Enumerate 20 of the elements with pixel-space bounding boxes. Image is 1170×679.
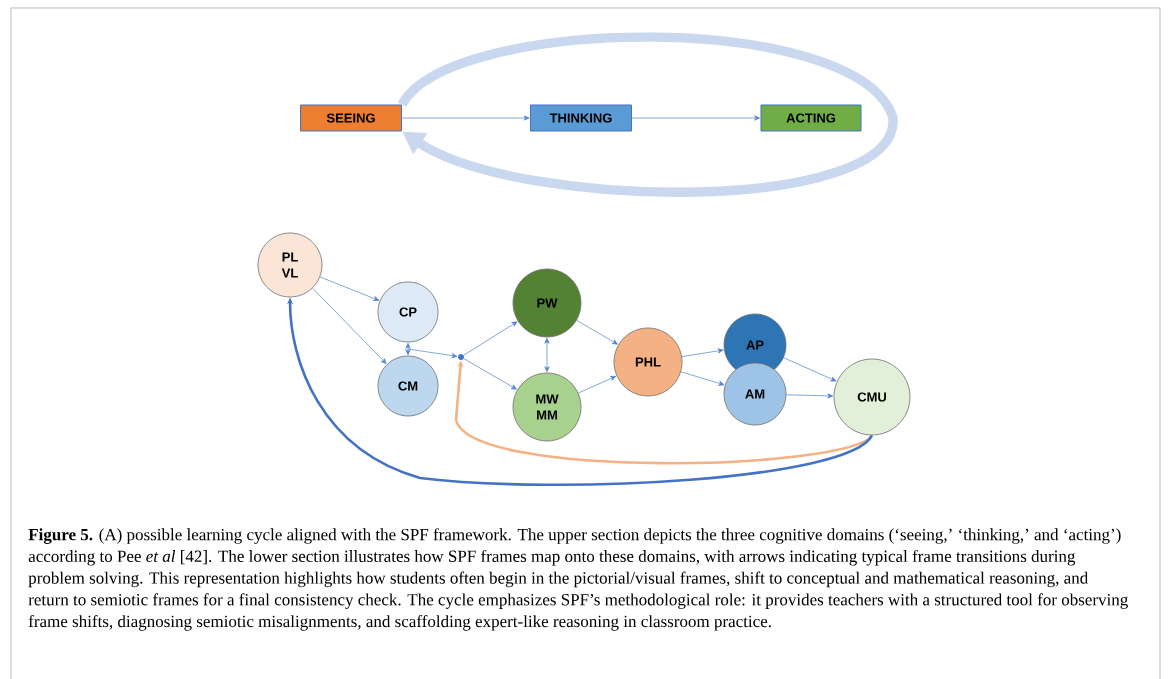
domain-box: THINKING [530,104,632,132]
domain-box: SEEING [300,104,402,132]
arrow [786,393,834,399]
arrow [680,371,725,386]
arrow [631,115,760,121]
arrow [401,115,530,121]
cycle-arrow [398,32,898,197]
arrow [312,287,387,364]
figure-caption: Figure 5. (A) possible learning cycle aligned with the SPF framework. The upper section depicts the three cognitive domains (‘seeing,’ ‘thinking,’ and ‘acting’) according to Pee et al [42]. The lower section illustrates how SPF frames map onto these domains, with arrows indicating typical frame transitions during problem solving. This representation highlights how students often begin in the pictorial/visual frames, shift to conceptual and mathematical reasoning, and return to semiotic frames for a final consistency check. The cycle emphasizes SPF’s methodological role: it provides teachers with a structured tool for observing frame shifts, diagnosing semiotic misalignments, and scaffolding expert-like reasoning in classroom practice. [28,528,1128,631]
arrow [544,337,550,373]
arrow [407,348,458,359]
arrow [681,348,724,357]
domain-box: ACTING [760,104,862,132]
arrow [576,320,618,345]
arrow [578,376,617,394]
arrow [783,357,837,382]
arrow [463,358,517,390]
arrow [405,342,411,356]
arrow [463,321,518,356]
arrow [319,276,380,301]
